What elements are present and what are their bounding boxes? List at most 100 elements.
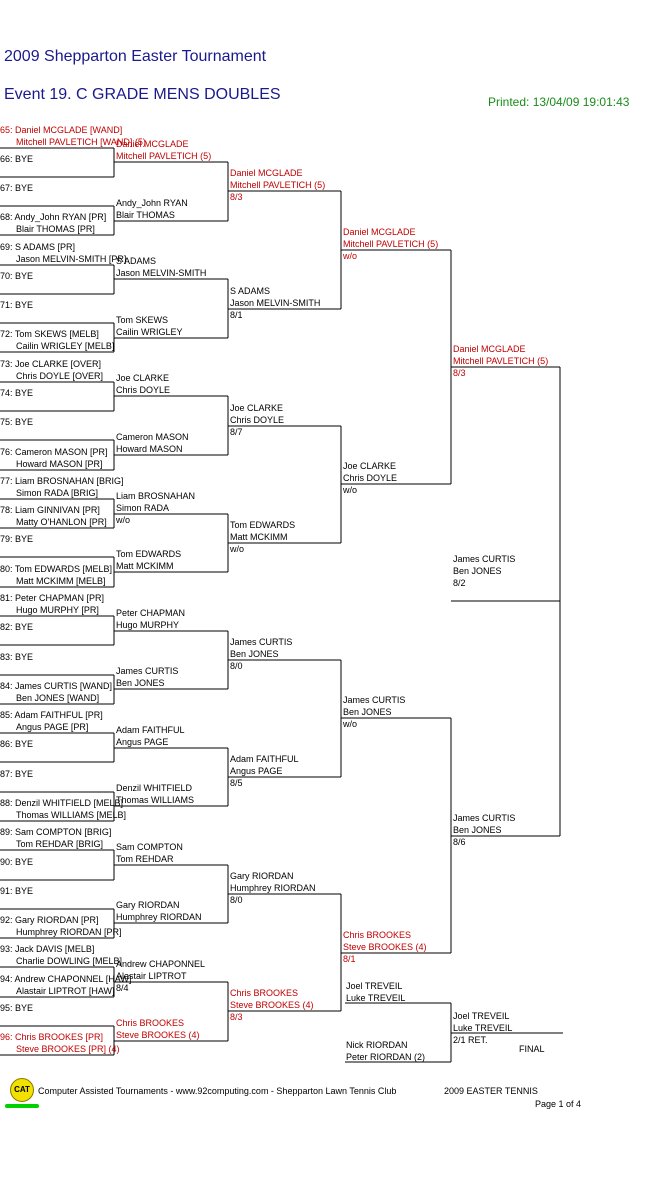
entry-label: 96: Chris BROOKES [PR] (0, 1032, 104, 1042)
winner-player-b: Mitchell PAVLETICH (5) (116, 151, 212, 161)
winner-player-a: Daniel MCGLADE (116, 139, 189, 149)
winner-player-b: Steve BROOKES (4) (343, 942, 427, 952)
winner-player-a: James CURTIS (343, 695, 406, 705)
winner-player-a: Joe CLARKE (343, 461, 397, 471)
entry-label: 66: BYE (0, 154, 34, 164)
entry-label: 75: BYE (0, 417, 34, 427)
winner-player-b: Humphrey RIORDAN (230, 883, 316, 893)
winner-player-a: James CURTIS (453, 554, 516, 564)
winner-player-a: Joe CLARKE (230, 403, 284, 413)
entry-label: 79: BYE (0, 534, 34, 544)
winner-player-a: Peter CHAPMAN (116, 608, 186, 618)
final-winner-a: Joel TREVEIL (453, 1011, 510, 1021)
winner-player-a: Daniel MCGLADE (343, 227, 416, 237)
entry-label: 74: BYE (0, 388, 34, 398)
entry-partner: Howard MASON [PR] (16, 459, 103, 469)
winner-player-b: Steve BROOKES (4) (116, 1030, 200, 1040)
winner-player-b: Ben JONES (116, 678, 165, 688)
winner-player-a: Daniel MCGLADE (230, 168, 303, 178)
entry-partner: Tom REHDAR [BRIG] (16, 839, 104, 849)
footer-credit: Computer Assisted Tournaments - www.92co… (38, 1086, 397, 1096)
entry-label: 77: Liam BROSNAHAN [BRIG] (0, 476, 124, 486)
winner-player-a: Denzil WHITFIELD (116, 783, 193, 793)
entry-label: 91: BYE (0, 886, 34, 896)
winner-player-a: Chris BROOKES (343, 930, 412, 940)
entry-label: 89: Sam COMPTON [BRIG] (0, 827, 112, 837)
entry-label: 78: Liam GINNIVAN [PR] (0, 505, 100, 515)
entry-label: 86: BYE (0, 739, 34, 749)
printed-timestamp: Printed: 13/04/09 19:01:43 (488, 95, 630, 109)
winner-player-a: Liam BROSNAHAN (116, 491, 196, 501)
entry-partner: Charlie DOWLING [MELB] (16, 956, 123, 966)
match-score: 8/3 (230, 192, 243, 202)
winner-player-b: Jason MELVIN-SMITH (116, 268, 207, 278)
winner-player-b: Matt MCKIMM (230, 532, 288, 542)
winner-player-a: James CURTIS (116, 666, 179, 676)
winner-player-a: Andrew CHAPONNEL (116, 959, 206, 969)
entry-label: 88: Denzil WHITFIELD [MELB] (0, 798, 124, 808)
final-winner-b: Luke TREVEIL (453, 1023, 513, 1033)
winner-player-b: Thomas WILLIAMS (116, 795, 195, 805)
entry-label: 73: Joe CLARKE [OVER] (0, 359, 102, 369)
entry-partner: Hugo MURPHY [PR] (16, 605, 99, 615)
entry-partner: Humphrey RIORDAN [PR] (16, 927, 122, 937)
winner-player-a: Gary RIORDAN (116, 900, 180, 910)
winner-player-a: Adam FAITHFUL (230, 754, 299, 764)
entry-label: 76: Cameron MASON [PR] (0, 447, 108, 457)
entry-partner: Matt MCKIMM [MELB] (16, 576, 106, 586)
winner-player-a: James CURTIS (453, 813, 516, 823)
entry-label: 83: BYE (0, 652, 34, 662)
winner-player-a: Chris BROOKES (116, 1018, 185, 1028)
winner-player-a: Andy_John RYAN (116, 198, 188, 208)
winner-player-b: Humphrey RIORDAN (116, 912, 202, 922)
winner-player-a: Sam COMPTON (116, 842, 183, 852)
entry-partner: Thomas WILLIAMS [MELB] (16, 810, 127, 820)
entry-partner: Steve BROOKES [PR] (4) (16, 1044, 120, 1054)
entry-partner: Ben JONES [WAND] (16, 693, 100, 703)
match-score: 8/3 (230, 1012, 243, 1022)
entry-partner: Angus PAGE [PR] (16, 722, 89, 732)
entry-partner: Simon RADA [BRIG] (16, 488, 99, 498)
winner-player-b: Blair THOMAS (116, 210, 175, 220)
winner-player-b: Alastair LIPTROT (116, 971, 187, 981)
entry-partner: Matty O'HANLON [PR] (16, 517, 107, 527)
match-score: 8/0 (230, 895, 243, 905)
winner-player-b: Chris DOYLE (116, 385, 171, 395)
winner-player-b: Angus PAGE (116, 737, 169, 747)
entry-label: 70: BYE (0, 271, 34, 281)
match-score: 8/1 (343, 954, 356, 964)
winner-player-b: Steve BROOKES (4) (230, 1000, 314, 1010)
entry-partner: Chris DOYLE [OVER] (16, 371, 104, 381)
entry-label: 65: Daniel MCGLADE [WAND] (0, 125, 123, 135)
entry-label: 84: James CURTIS [WAND] (0, 681, 113, 691)
match-score: 8/2 (453, 578, 466, 588)
match-score: w/o (230, 544, 245, 554)
winner-player-a: S ADAMS (116, 256, 157, 266)
match-score: 8/3 (453, 368, 466, 378)
winner-player-b: Mitchell PAVLETICH (5) (343, 239, 439, 249)
match-score: 8/5 (230, 778, 243, 788)
entry-label: 85: Adam FAITHFUL [PR] (0, 710, 103, 720)
winner-player-a: Daniel MCGLADE (453, 344, 526, 354)
winner-player-a: Gary RIORDAN (230, 871, 294, 881)
winner-player-b: Matt MCKIMM (116, 561, 174, 571)
winner-player-a: Joe CLARKE (116, 373, 170, 383)
entry-label: 87: BYE (0, 769, 34, 779)
final-label: FINAL (519, 1044, 545, 1054)
match-score: w/o (343, 251, 358, 261)
entry-label: 94: Andrew CHAPONNEL [HAW] (0, 974, 132, 984)
winner-player-b: Mitchell PAVLETICH (5) (230, 180, 326, 190)
winner-player-a: Chris BROOKES (230, 988, 299, 998)
entry-label: 80: Tom EDWARDS [MELB] (0, 564, 113, 574)
winner-player-a: S ADAMS (230, 286, 271, 296)
tournament-title: 2009 Shepparton Easter Tournament (4, 48, 267, 65)
winner-player-b: Mitchell PAVLETICH (5) (453, 356, 549, 366)
event-title: Event 19. C GRADE MENS DOUBLES (4, 86, 281, 103)
winner-player-a: Tom SKEWS (116, 315, 169, 325)
entry-partner: Jason MELVIN-SMITH [PR] (16, 254, 127, 264)
entry-label: 90: BYE (0, 857, 34, 867)
winner-player-a: Adam FAITHFUL (116, 725, 185, 735)
winner-player-b: Chris DOYLE (343, 473, 398, 483)
match-score: 8/0 (230, 661, 243, 671)
